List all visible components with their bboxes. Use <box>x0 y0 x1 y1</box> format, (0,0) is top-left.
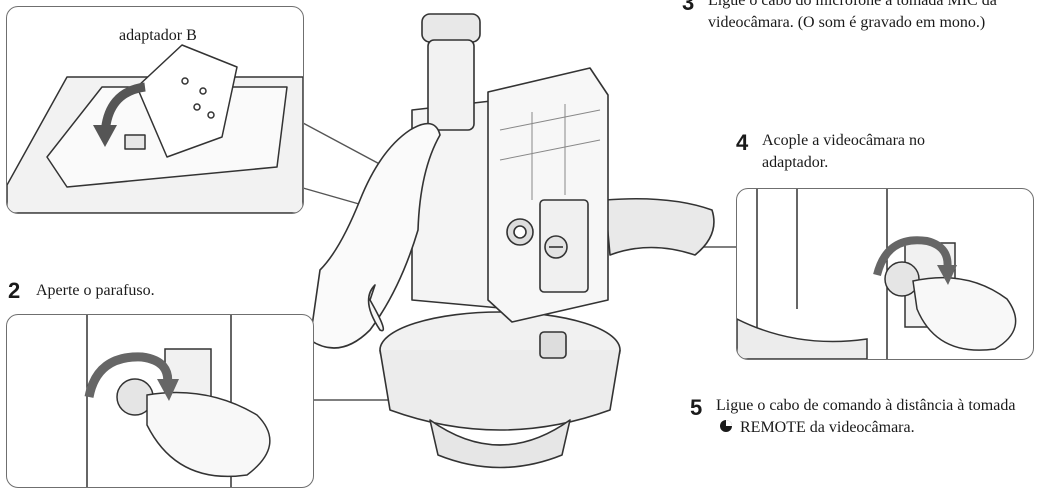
remote-jack-icon <box>720 420 732 432</box>
rotate-arrow-icon <box>873 236 952 277</box>
step-5-number: 5 <box>690 395 703 420</box>
step-2-text: Aperte o parafuso. <box>36 282 155 299</box>
adapter-b-label: adaptador B <box>119 27 197 44</box>
rotate-clockwise-arrow-icon <box>84 352 173 399</box>
step-4-text: Acople a videocâmara no adaptador. <box>762 132 926 171</box>
panel-attach-camcorder <box>736 188 1034 360</box>
panel-adapter-b: adaptador B <box>6 6 304 214</box>
step-5-text-after: REMOTE da videocâmara. <box>740 419 915 436</box>
step-2-number: 2 <box>8 278 21 303</box>
step-3-text: Ligue o cabo do microfone à tomada MIC d… <box>708 0 997 31</box>
camcorder-adapter-illustration <box>309 13 715 469</box>
step-3-number: 3 <box>682 0 695 15</box>
attach-camcorder-illustration <box>737 189 1017 359</box>
step-5-text-before: Ligue o cabo de comando à distância à to… <box>716 397 1016 414</box>
adapter-plate-illustration <box>7 44 303 213</box>
step-5: 5 Ligue o cabo de comando à distância à … <box>690 395 1030 439</box>
tighten-screw-illustration <box>84 315 271 487</box>
step-5-text: Ligue o cabo de comando à distância à to… <box>716 395 1030 439</box>
panel-tighten-screw <box>6 314 314 488</box>
step-4-number: 4 <box>736 130 749 155</box>
step-2: 2 Aperte o parafuso. <box>8 280 288 302</box>
step-4: 4 Acople a videocâmara no adaptador. <box>736 130 986 174</box>
step-3: 3 Ligue o cabo do microfone à tomada MIC… <box>682 0 1032 34</box>
